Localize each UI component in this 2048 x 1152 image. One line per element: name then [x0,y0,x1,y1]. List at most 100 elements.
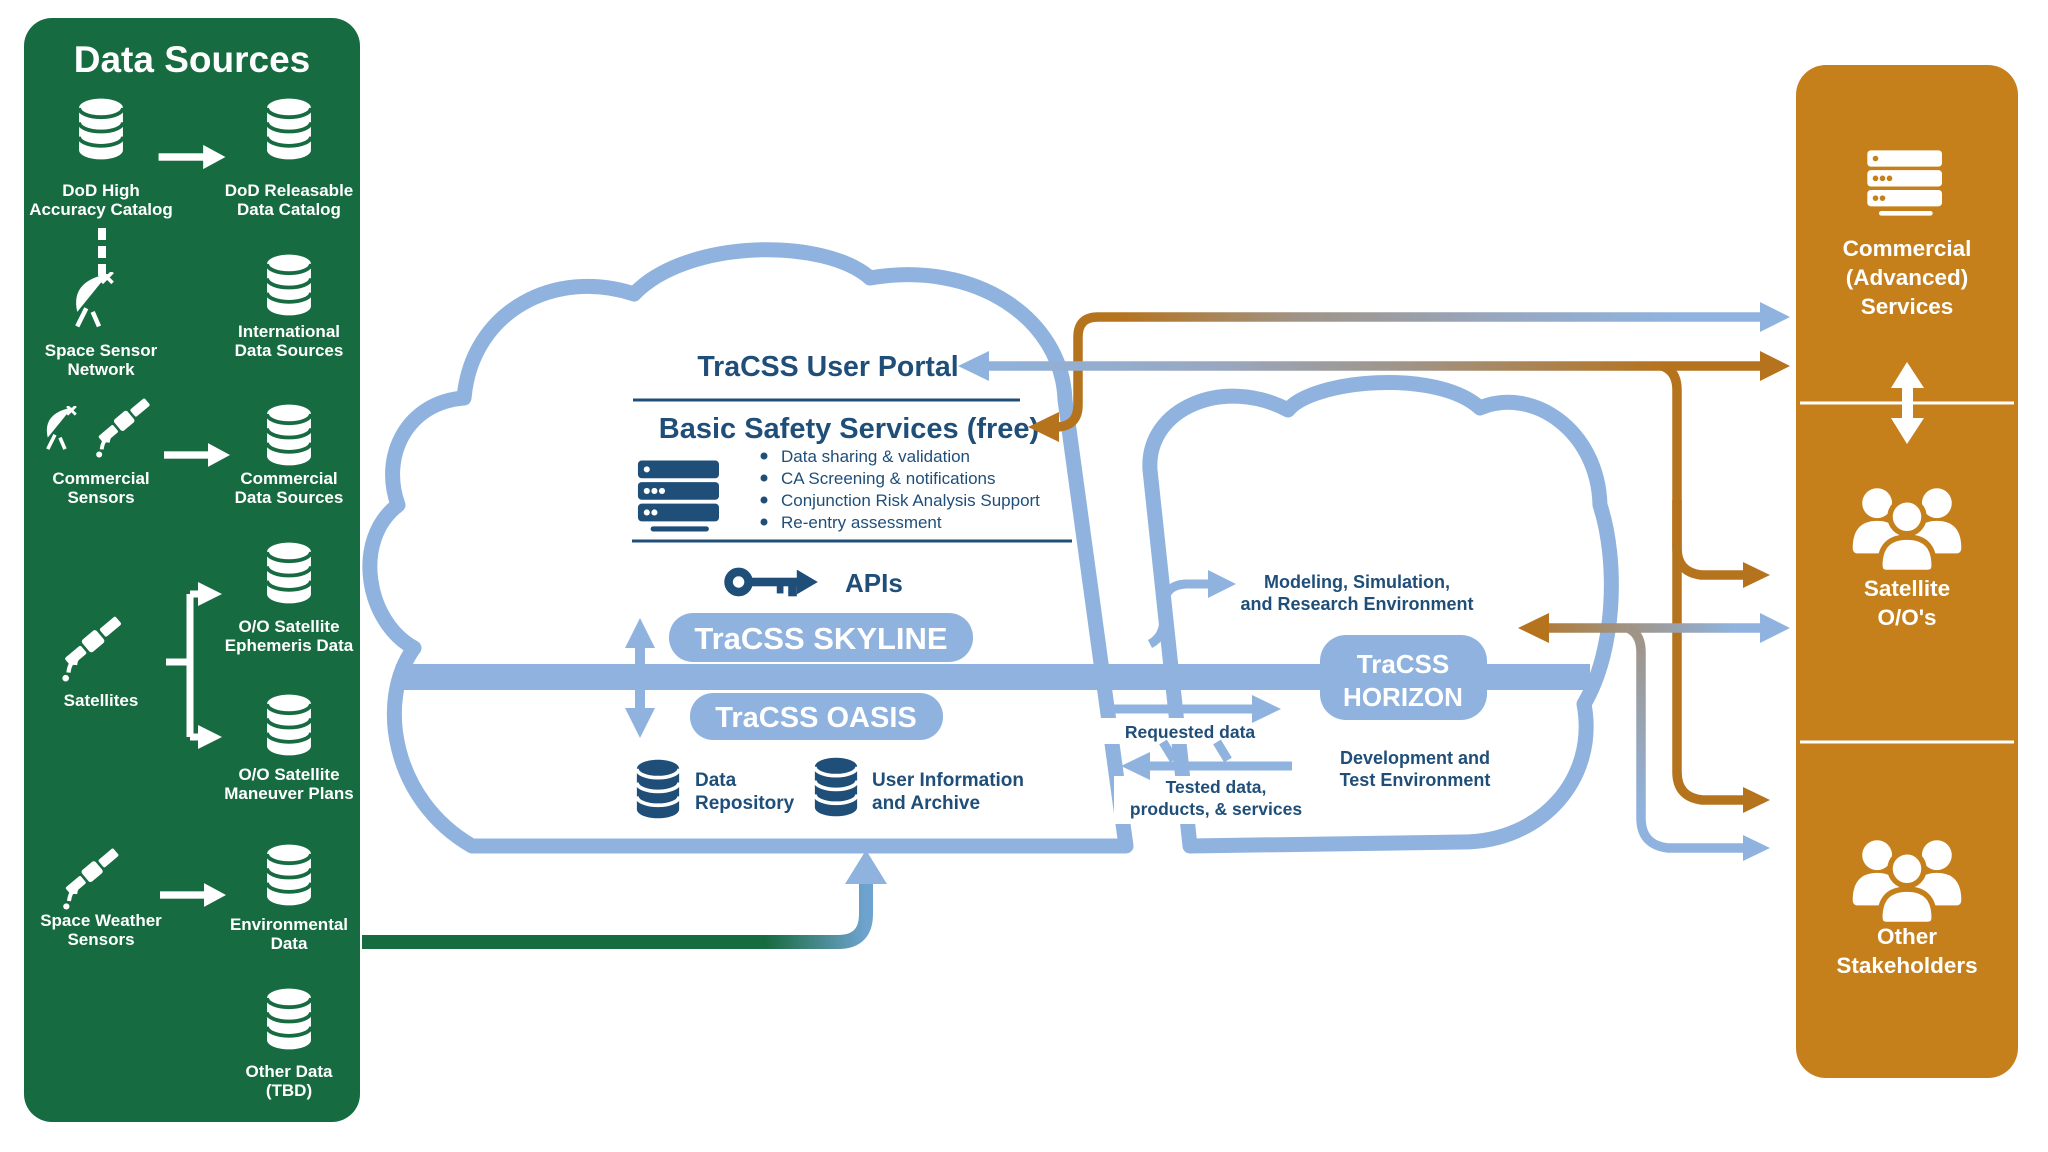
into-commercial-arrowhead [1760,302,1790,332]
horizon-label-line1: TraCSS [1357,649,1450,679]
environmental-data-connector [362,850,887,949]
tested-label-backing [1114,776,1316,824]
dev-test-env-line2: Test Environment [1340,770,1491,790]
space-weather-label-line2: Sensors [67,930,134,949]
apis-label: APIs [845,568,903,598]
commercial-services-line3: Services [1861,294,1954,319]
requested-data-label: Requested data [1125,722,1256,742]
database-icon [265,692,313,758]
commercial-data-label-line1: Commercial [240,469,337,488]
data-sources-panel: Data Sources DoD High Accuracy Catalog D… [24,18,360,1122]
into-horizon-arrowhead [1518,613,1549,643]
horizon-environment-labels: Modeling, Simulation, and Research Envir… [1240,572,1490,790]
database-icon [637,760,679,819]
tracss-components: TraCSS SKYLINE TraCSS OASIS TraCSS HORIZ… [669,613,1487,740]
horizon-pill [1320,635,1487,720]
database-icon [265,540,313,606]
oo-maneuver-label-line1: O/O Satellite [238,765,339,784]
modeling-env-arrowhead [1208,570,1236,598]
international-label-line1: International [238,322,340,341]
database-icon [265,96,313,162]
skyline-label: TraCSS SKYLINE [694,621,947,656]
other-stakeholders-line1: Other [1877,924,1937,949]
ellipsis-dots [98,228,106,276]
data-sources-title: Data Sources [74,39,311,80]
database-icon [265,986,313,1052]
dod-high-label-line1: DoD High [62,181,139,200]
stakeholders-panel: Commercial (Advanced) Services Satellite… [1796,65,2018,1078]
branch-to-other-stakeholders [1625,623,1744,853]
horizon-junction: Requested data Tested data, products, & … [1098,570,1316,824]
bullet-item: Data sharing & validation [781,447,970,466]
satellite-oo-line1: Satellite [1864,576,1950,601]
portal-title: TraCSS User Portal [697,351,958,383]
server-icon [1867,150,1942,216]
oasis-storage-section: Data Repository User Information and Arc… [637,758,1024,819]
commercial-services-line1: Commercial [1843,236,1972,261]
modeling-env-line1: Modeling, Simulation, [1264,572,1450,592]
modeling-env-line2: and Research Environment [1240,594,1473,614]
satellite-oo-line2: O/O's [1877,605,1936,630]
into-basic-safety-arrowhead [1028,412,1059,442]
space-sensor-label-line2: Network [67,360,135,379]
basic-safety-bullets: Data sharing & validation CA Screening &… [760,447,1040,532]
database-icon [265,252,313,318]
into-other-stakeholders-arrowhead [1743,835,1770,861]
commercial-sensors-label-line2: Sensors [67,488,134,507]
dev-test-env-line1: Development and [1340,748,1490,768]
commercial-data-label-line2: Data Sources [235,488,344,507]
oo-ephemeris-label-line2: Ephemeris Data [225,636,354,655]
bidirectional-arrow-icon [1891,362,1924,444]
into-commercial-arrowhead [1760,351,1790,381]
skyline-oasis-exchange-arrow [625,618,655,738]
modeling-env-arrow [1147,579,1210,649]
into-satellite-oo-arrowhead [1760,613,1790,643]
skyline-pill [669,613,973,662]
oasis-label: TraCSS OASIS [715,702,916,734]
oo-ephemeris-label-line1: O/O Satellite [238,617,339,636]
bullet-item: Re-entry assessment [781,513,942,532]
server-icon [637,460,719,532]
database-icon [77,96,125,162]
bullet-item: Conjunction Risk Analysis Support [781,491,1040,510]
bullet-item: CA Screening & notifications [781,469,996,488]
space-weather-label-line1: Space Weather [40,911,162,930]
international-label-line2: Data Sources [235,341,344,360]
data-repository-label-line2: Repository [695,793,795,814]
database-icon [265,842,313,908]
user-archive-label-line2: and Archive [872,793,980,814]
branch-to-other-stakeholders [1672,500,1744,805]
tested-data-arrowhead [1121,752,1150,780]
tested-data-label-line1: Tested data, [1166,777,1267,797]
dod-releasable-label-line1: DoD Releasable [225,181,354,200]
basic-safety-title: Basic Safety Services (free) [659,413,1039,445]
oasis-pill [690,693,943,740]
requested-data-arrowhead [1252,695,1281,723]
environmental-label-line1: Environmental [230,915,348,934]
dod-high-label-line2: Accuracy Catalog [29,200,173,219]
dod-releasable-label-line2: Data Catalog [237,200,341,219]
user-archive-label-line1: User Information [872,770,1024,791]
into-satellite-oo-arrowhead [1743,562,1770,588]
into-cloud-arrowhead [845,850,887,884]
into-portal-arrowhead [958,351,989,381]
main-cloud-outline [362,242,1134,854]
commercial-services-line2: (Advanced) [1846,265,1969,290]
satellites-branch-bracket [166,590,202,741]
database-icon [265,402,313,468]
cloud-edge-slash [1159,739,1232,763]
database-icon [815,758,857,817]
other-data-label-line1: Other Data [246,1062,333,1081]
satellites-label: Satellites [64,691,139,710]
user-portal-section: TraCSS User Portal Basic Safety Services… [632,351,1072,598]
other-data-label-line2: (TBD) [266,1081,312,1100]
data-repository-label-line1: Data [695,770,737,791]
horizon-label-line2: HORIZON [1343,682,1463,712]
connector-horizon-satellite-oo [1518,613,1790,861]
commercial-sensors-label-line1: Commercial [52,469,149,488]
environmental-label-line2: Data [271,934,308,953]
oo-maneuver-label-line2: Maneuver Plans [224,784,353,803]
other-stakeholders-line2: Stakeholders [1836,953,1977,978]
